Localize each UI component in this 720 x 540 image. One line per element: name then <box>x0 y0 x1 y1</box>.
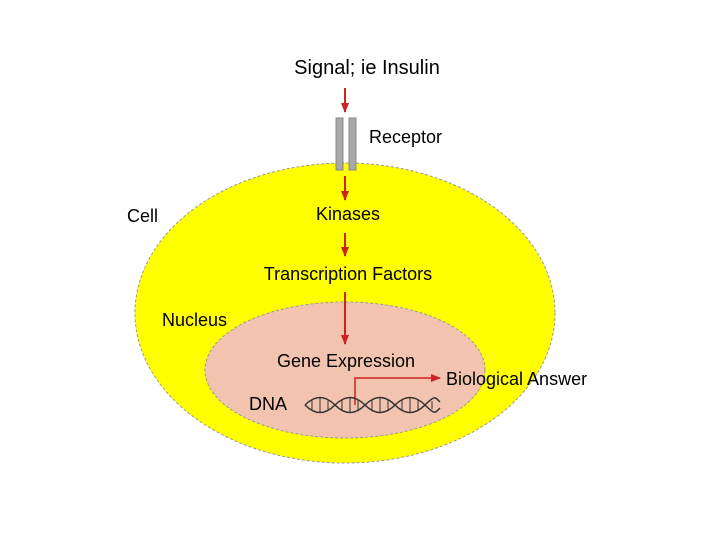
biological-answer-label: Biological Answer <box>446 369 587 389</box>
dna-label: DNA <box>249 394 287 414</box>
arrow-dna-to-biological-answer <box>354 374 441 405</box>
transcription-factors-label: Transcription Factors <box>264 264 432 284</box>
gene-expression-label: Gene Expression <box>277 351 415 371</box>
nucleus-body <box>204 301 486 439</box>
dna-helix-icon <box>304 396 441 414</box>
receptor-label: Receptor <box>369 127 442 147</box>
kinases-label: Kinases <box>316 204 380 224</box>
receptor-shape <box>335 117 357 171</box>
cell-label: Cell <box>127 206 158 226</box>
signal-label: Signal; ie Insulin <box>294 57 440 79</box>
nucleus-label: Nucleus <box>162 310 227 330</box>
